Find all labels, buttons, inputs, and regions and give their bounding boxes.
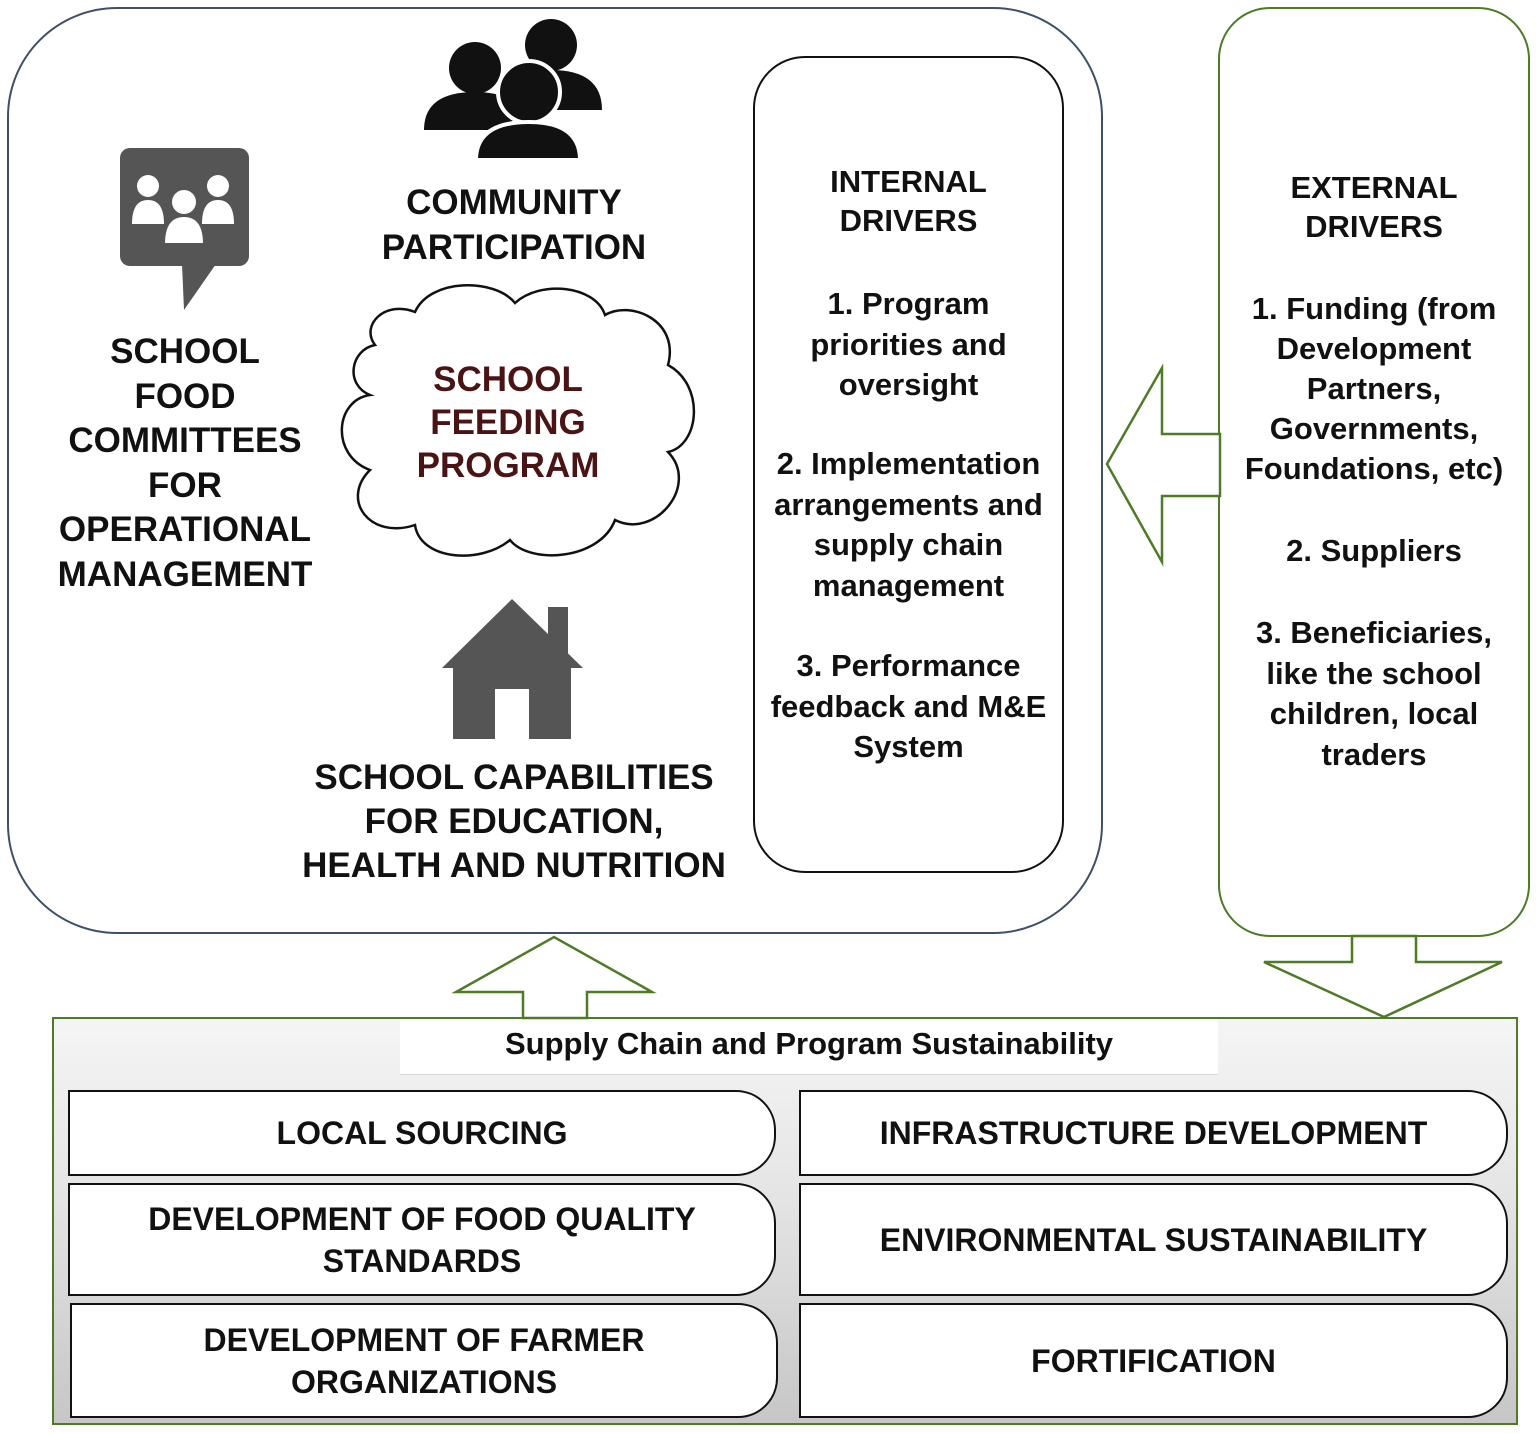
external-drivers-title: EXTERNAL DRIVERS — [1290, 170, 1458, 244]
external-driver-3: 3. Beneficiaries, like the school childr… — [1255, 615, 1493, 772]
program-label: SCHOOL FEEDING PROGRAM — [416, 360, 600, 485]
arrow-left-icon — [1105, 363, 1222, 567]
pill-food-quality-standards: DEVELOPMENT OF FOOD QUALITY STANDARDS — [68, 1183, 776, 1296]
sustainability-title-background — [400, 1019, 1218, 1075]
house-icon — [442, 599, 583, 739]
community-label: COMMUNITY PARTICIPATION — [381, 183, 647, 267]
external-driver-1: 1. Funding (from Development Partners, G… — [1244, 291, 1504, 486]
people-group-icon — [424, 19, 602, 162]
internal-driver-1: 1. Program priorities and oversight — [810, 286, 1007, 402]
internal-drivers-title: INTERNAL DRIVERS — [830, 164, 987, 238]
committees-label: SCHOOL FOOD COMMITTEES FOR OPERATIONAL M… — [57, 332, 313, 594]
internal-driver-2: 2. Implementation arrangements and suppl… — [774, 446, 1043, 603]
pill-fortification: FORTIFICATION — [799, 1303, 1508, 1418]
cloud-shape — [340, 284, 696, 557]
external-driver-2: 2. Suppliers — [1286, 533, 1462, 568]
pill-local-sourcing: LOCAL SOURCING — [68, 1090, 776, 1176]
arrow-down-icon — [1263, 934, 1503, 1019]
main-panel — [7, 7, 1103, 934]
pill-infrastructure-development: INFRASTRUCTURE DEVELOPMENT — [799, 1090, 1508, 1176]
pill-farmer-organizations: DEVELOPMENT OF FARMER ORGANIZATIONS — [70, 1303, 778, 1418]
capabilities-label: SCHOOL CAPABILITIES FOR EDUCATION, HEALT… — [302, 758, 726, 885]
group-speech-bubble-icon — [120, 148, 249, 310]
pill-environmental-sustainability: ENVIRONMENTAL SUSTAINABILITY — [799, 1183, 1508, 1296]
sustainability-title: Supply Chain and Program Sustainability — [504, 1026, 1114, 1061]
internal-drivers-box — [753, 56, 1064, 873]
internal-driver-3: 3. Performance feedback and M&E System — [770, 648, 1047, 764]
arrow-up-icon — [451, 935, 657, 1020]
